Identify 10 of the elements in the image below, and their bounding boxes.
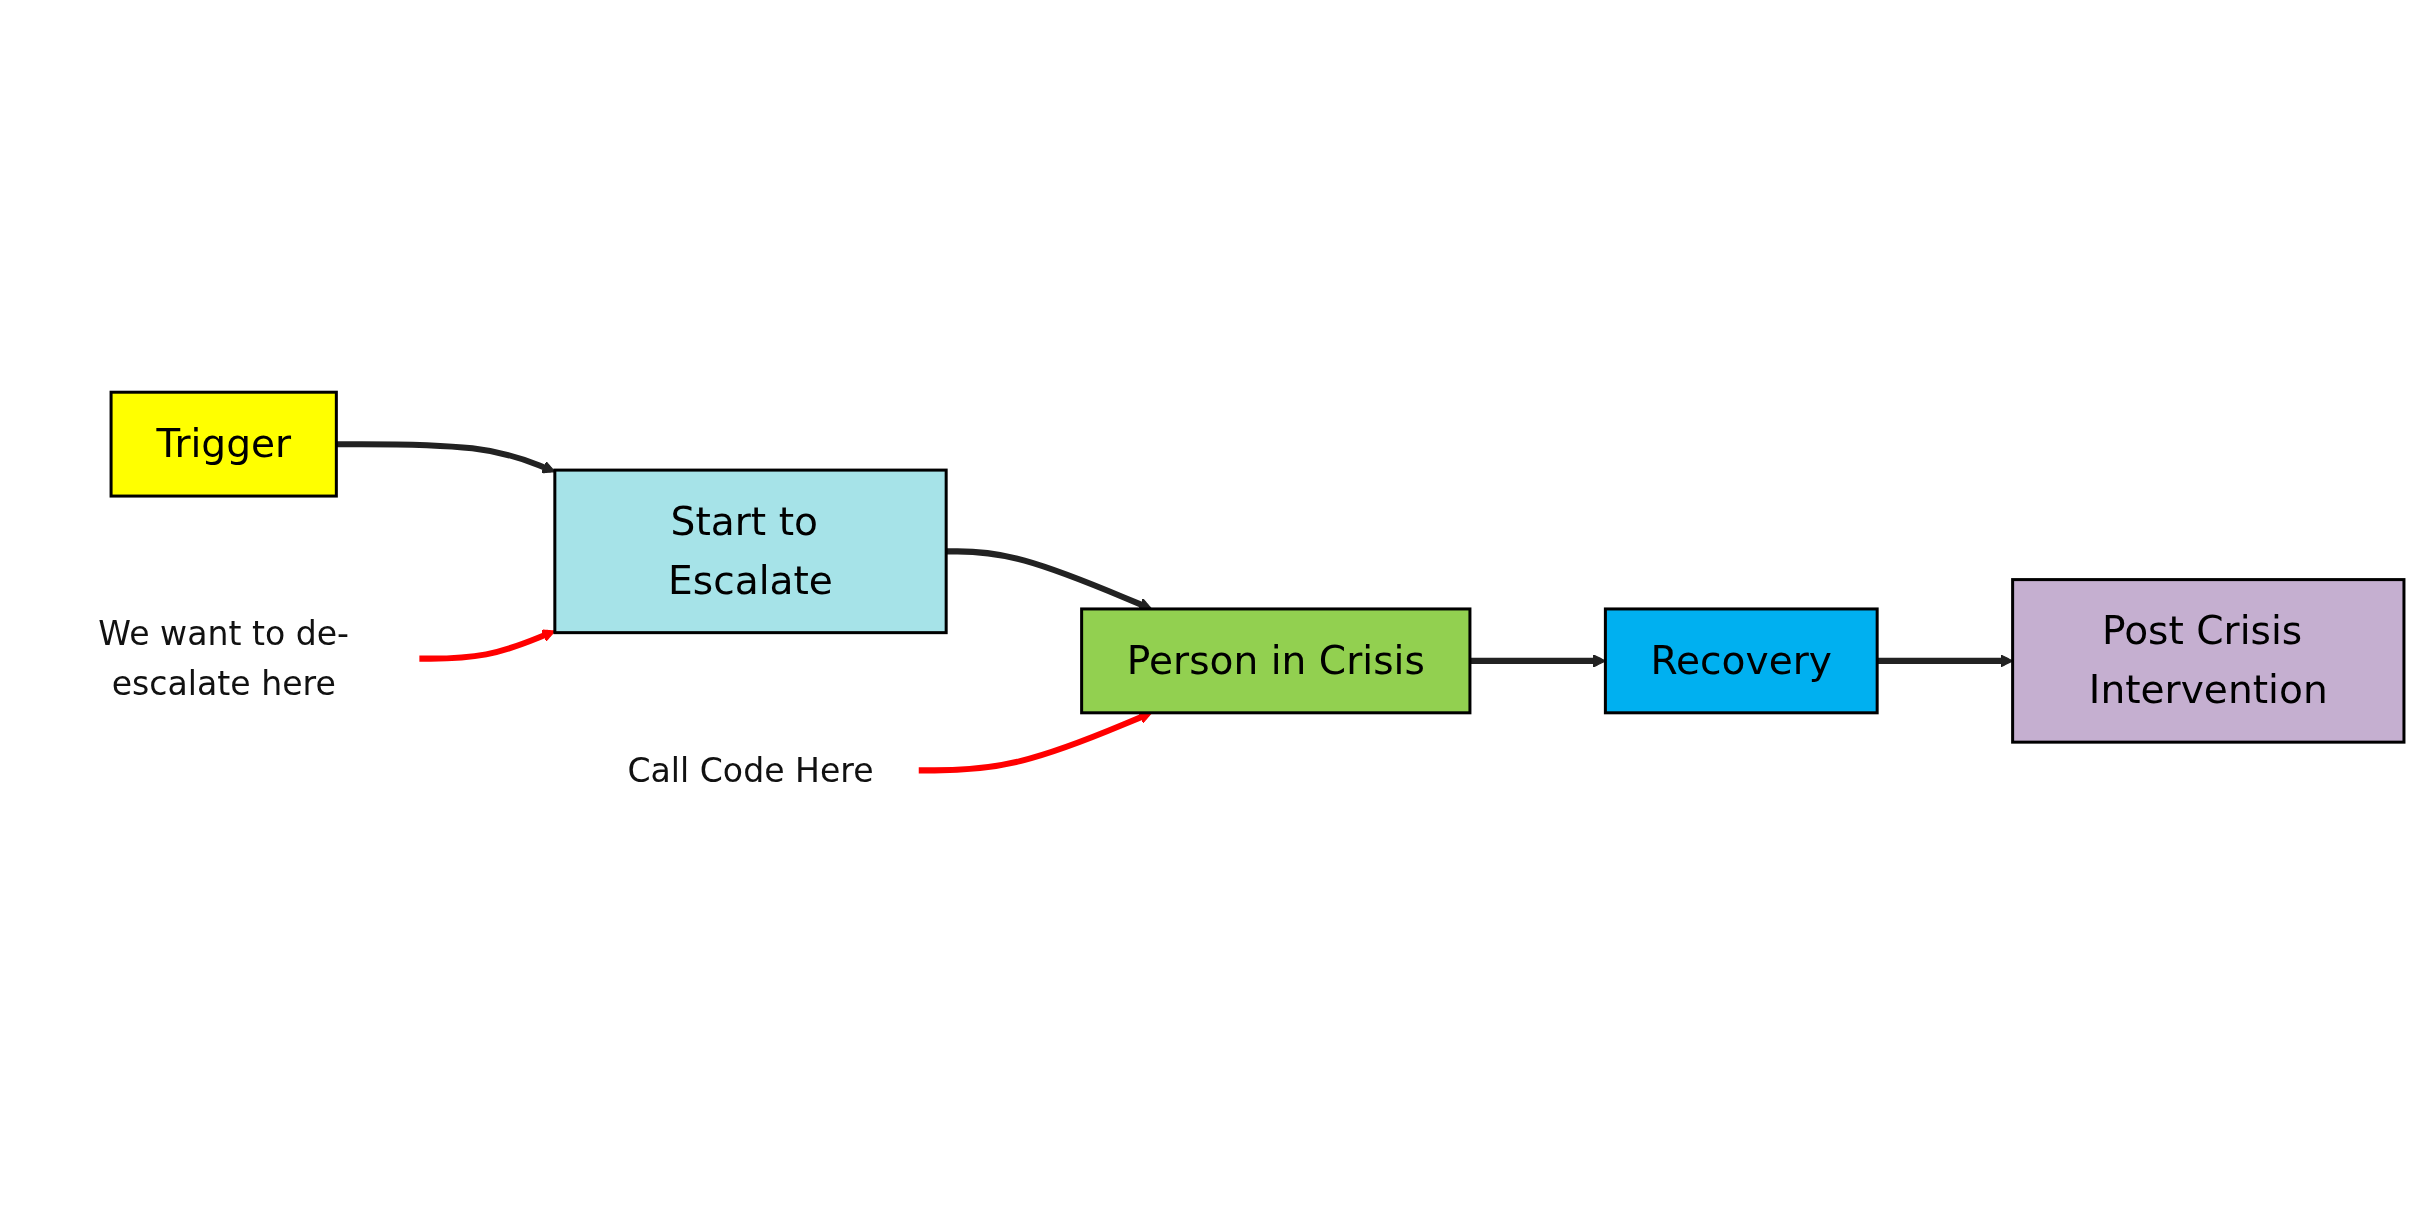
- node-box: Person in Crisis: [1080, 607, 1472, 715]
- arrow: [419, 629, 556, 662]
- node-box: Recovery: [1603, 607, 1879, 715]
- node-box: Post Crisis Intervention: [2011, 578, 2406, 744]
- node-text: We want to de-escalate here: [98, 614, 350, 703]
- node-box: Trigger: [109, 390, 338, 498]
- arrow: [1469, 654, 1606, 668]
- arrow: [336, 441, 556, 474]
- node-box: Start to Escalate: [553, 468, 948, 635]
- node-text: Call Code Here: [627, 751, 874, 790]
